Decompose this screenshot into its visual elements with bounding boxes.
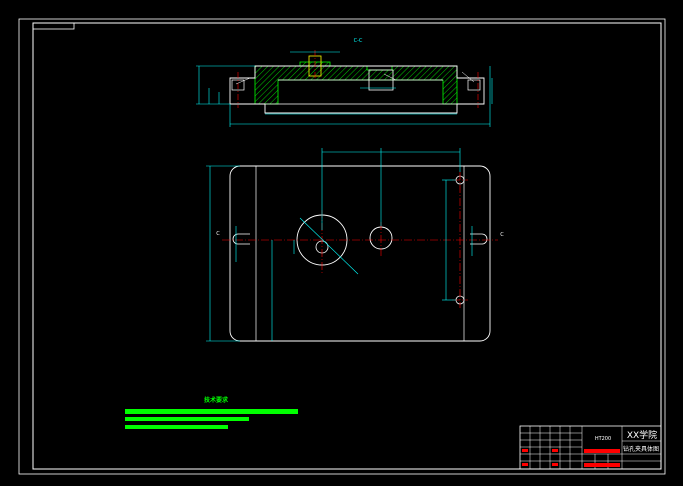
title-red-mark-4	[552, 463, 558, 466]
outer-sheet-border	[18, 18, 666, 475]
tech-req-line-3	[125, 425, 228, 429]
section-label: C-C	[354, 38, 363, 44]
leader-left	[235, 77, 251, 85]
title-red-bar-2	[584, 463, 620, 467]
technical-requirements: 技术要求	[125, 396, 298, 429]
title-red-bar-1	[584, 449, 620, 453]
u-slot-right	[470, 233, 488, 245]
section-view-cc: C-C	[196, 38, 493, 127]
plan-view: C C	[206, 148, 504, 342]
title-block-frame	[519, 425, 662, 470]
section-right-lug	[467, 79, 481, 91]
u-slot-left	[232, 233, 250, 245]
tech-req-line-2	[125, 417, 249, 421]
title-part-name: 钻孔夹具体图	[623, 445, 659, 453]
leader-right	[461, 71, 475, 83]
leader-boss-diag	[299, 217, 359, 275]
tech-req-title: 技术要求	[204, 396, 229, 404]
section-mark-right: C	[500, 232, 504, 238]
title-school: XX学院	[627, 429, 657, 441]
title-material: HT200	[595, 436, 611, 442]
title-red-mark-1	[522, 449, 528, 452]
drawing-number-box	[32, 22, 75, 30]
title-block: HT200 XX学院 钻孔夹具体图	[519, 425, 662, 470]
title-red-mark-2	[552, 449, 558, 452]
section-pocket	[368, 69, 394, 91]
section-mark-left: C	[216, 231, 220, 237]
title-red-mark-3	[522, 463, 528, 466]
tech-req-line-1	[125, 409, 298, 414]
leader-pocket	[383, 73, 397, 81]
plate-outline	[229, 165, 491, 342]
section-hatched-body	[254, 61, 458, 105]
inner-sheet-border	[32, 22, 662, 470]
